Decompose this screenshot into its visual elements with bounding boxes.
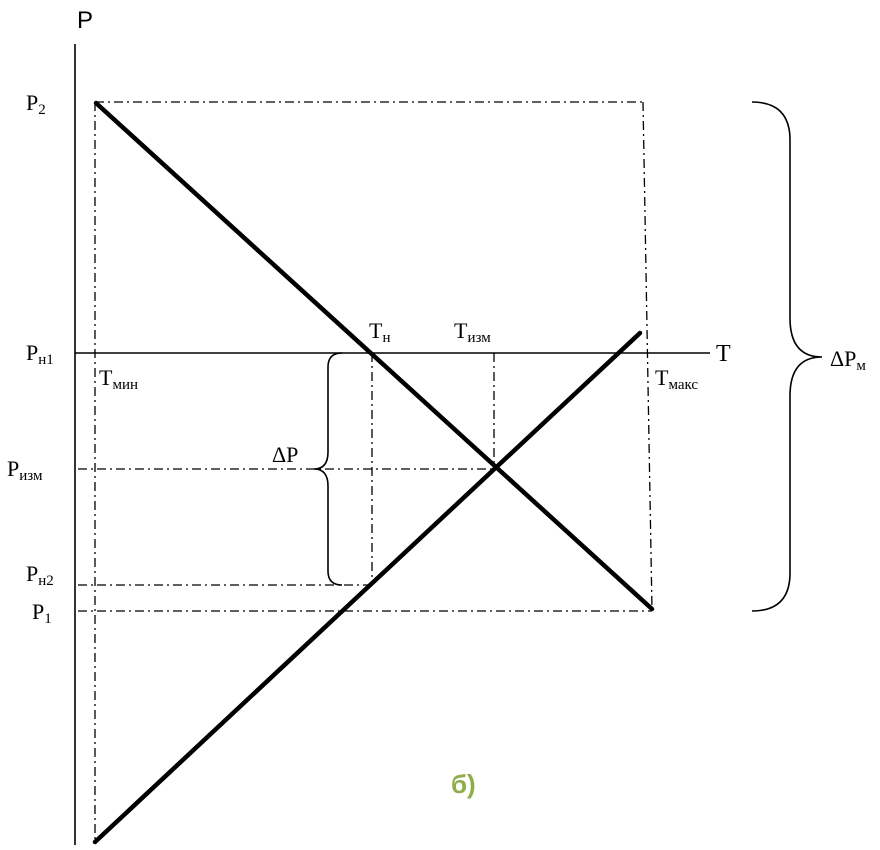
p-axis-label: P [77, 7, 93, 34]
p1-label: P1 [32, 599, 52, 627]
tmaks-label: Tмакс [655, 365, 698, 393]
figure-caption: б) [451, 769, 476, 799]
delta-pm-brace [751, 101, 823, 612]
tn-label: Tн [369, 318, 390, 346]
tizm-label: Tизм [454, 318, 491, 346]
t-axis-label: T [716, 341, 731, 367]
pn2-label: Pн2 [26, 561, 54, 589]
tmaks-guide [642, 101, 653, 611]
tmin-label: Tмин [99, 365, 138, 393]
delta-pm-label: ΔPм [830, 346, 866, 374]
delta-p-brace [313, 352, 343, 586]
pizm-label: Pизм [7, 456, 43, 484]
p2-label: P2 [26, 90, 46, 118]
rising-characteristic-line [92, 330, 643, 845]
delta-p-label: ΔP [272, 442, 298, 467]
falling-characteristic-line [93, 100, 655, 612]
pn1-label: Pн1 [26, 340, 54, 368]
